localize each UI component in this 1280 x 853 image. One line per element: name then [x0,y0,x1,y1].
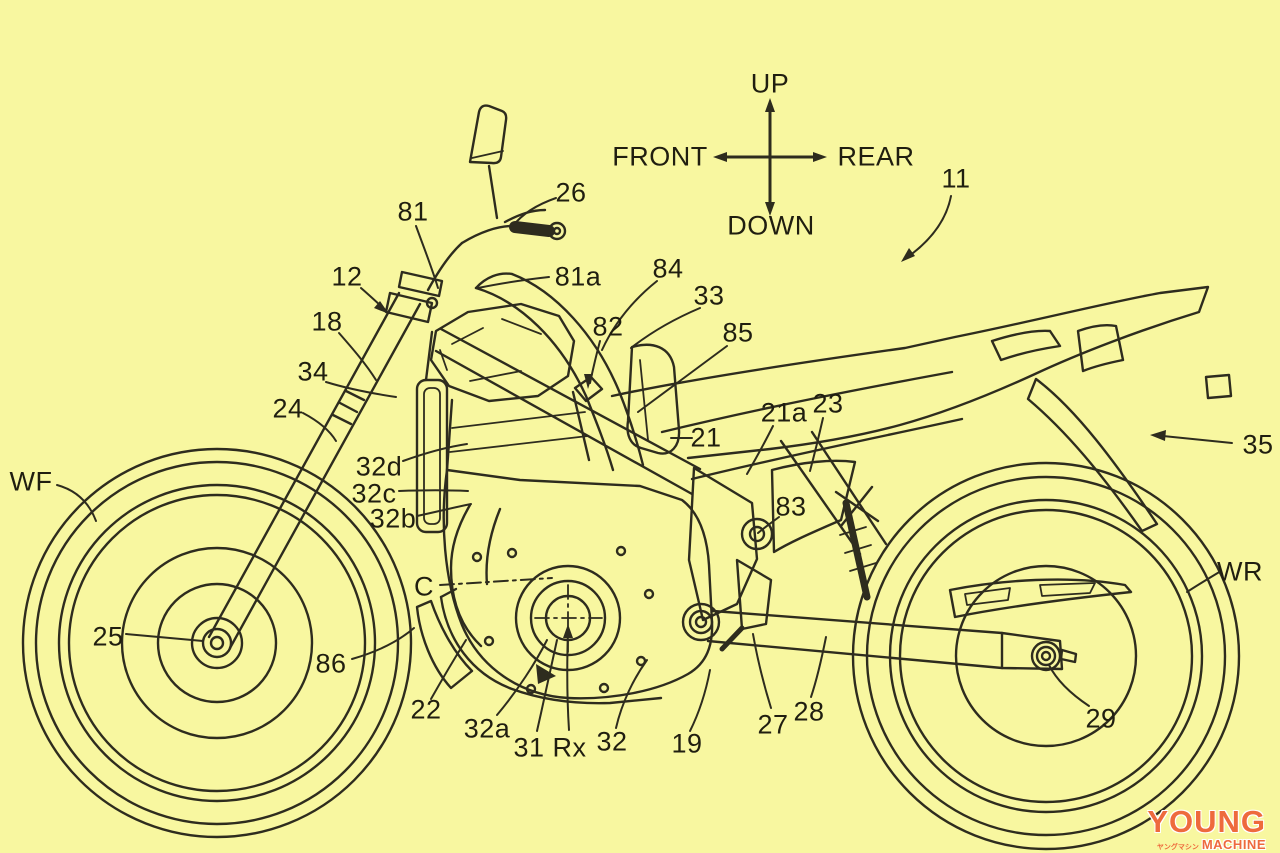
engine [415,272,721,705]
label-wr: WR [1217,556,1263,587]
front-wheel [21,447,413,839]
label-83: 83 [775,491,807,522]
label-81: 81 [397,196,429,227]
label-32c: 32c [351,478,397,509]
swingarm [706,578,1133,671]
label-11: 11 [941,163,971,194]
label-front: FRONT [612,141,708,172]
label-21a: 21a [760,397,808,428]
label-84: 84 [652,253,684,284]
direction-compass [713,98,827,216]
label-82: 82 [592,311,624,342]
logo-young-text: YOUNG [1147,804,1266,839]
label-86: 86 [315,648,347,679]
label-32b: 32b [369,503,417,534]
label-wf: WF [9,466,53,497]
label-32: 32 [596,726,628,757]
label-28: 28 [793,696,825,727]
label-32a: 32a [463,713,511,744]
label-25: 25 [92,621,124,652]
label-85: 85 [722,317,754,348]
label-19: 19 [671,728,703,759]
label-c: C [414,571,434,602]
label-rear: REAR [837,141,915,172]
leader-lines [56,195,1233,732]
logo-subtitle: ヤングマシン MACHINE [1136,838,1266,851]
label-35: 35 [1242,429,1274,460]
frame-and-tail [434,285,1233,652]
label-24: 24 [272,393,304,424]
label-18: 18 [311,306,343,337]
logo-katakana-text: ヤングマシン [1156,844,1199,851]
label-down: DOWN [727,210,815,241]
label-26: 26 [555,177,587,208]
young-machine-logo: YOUNG ヤングマシン MACHINE [1136,806,1266,851]
label-21: 21 [690,422,722,453]
label-23: 23 [812,388,844,419]
label-81a: 81a [554,261,602,292]
label-27: 27 [757,709,789,740]
label-up: UP [750,68,790,99]
label-29: 29 [1085,703,1117,734]
label-22: 22 [410,694,442,725]
label-12: 12 [331,261,363,292]
label-31rx: 31 Rx [513,732,587,763]
label-33: 33 [693,280,725,311]
front-fork [207,104,567,650]
logo-machine-text: MACHINE [1201,837,1266,852]
label-34: 34 [297,356,329,387]
label-32d: 32d [355,451,403,482]
